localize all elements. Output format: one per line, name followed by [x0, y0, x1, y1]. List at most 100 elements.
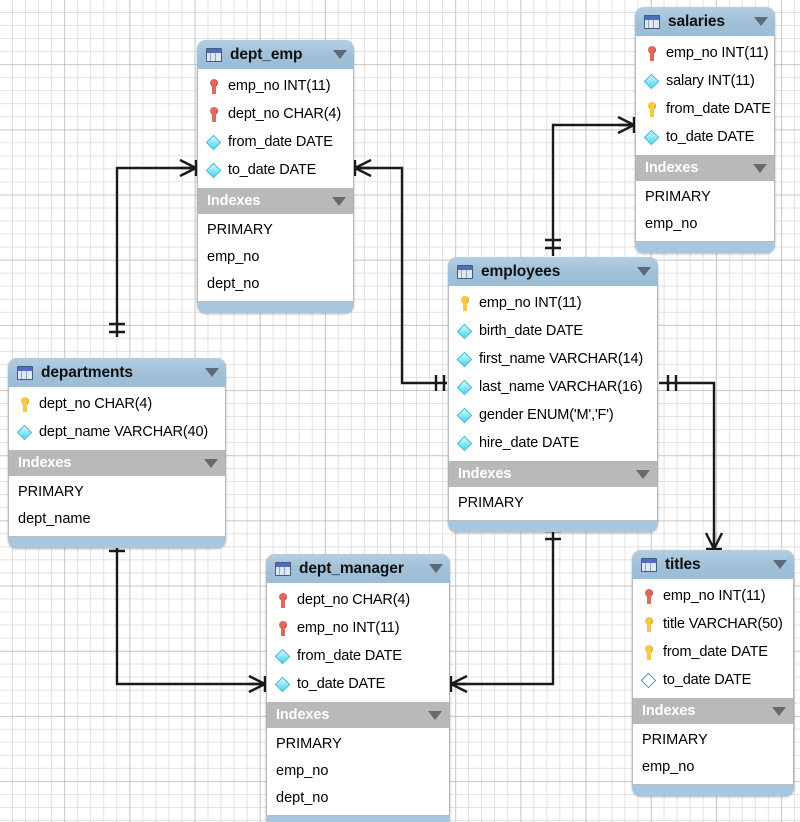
- columns-list-titles: emp_no INT(11) title VARCHAR(50) from_date…: [632, 579, 794, 698]
- column-label: to_date DATE: [228, 162, 317, 178]
- column-label: salary INT(11): [666, 73, 755, 89]
- column-row[interactable]: emp_no INT(11): [636, 39, 774, 67]
- table-header-employees[interactable]: employees: [448, 257, 658, 286]
- column-row[interactable]: gender ENUM('M','F'): [449, 401, 657, 429]
- indexes-header-titles[interactable]: Indexes: [632, 698, 794, 724]
- chevron-down-icon[interactable]: [205, 368, 219, 377]
- indexes-header-employees[interactable]: Indexes: [448, 461, 658, 487]
- table-header-departments[interactable]: departments: [8, 358, 226, 387]
- column-row[interactable]: hire_date DATE: [449, 429, 657, 457]
- table-header-titles[interactable]: titles: [632, 550, 794, 579]
- index-label: dept_no: [207, 275, 260, 292]
- table-header-dept_emp[interactable]: dept_emp: [197, 40, 354, 69]
- card-one-departments-dept_emp: [109, 322, 125, 334]
- cyan-diamond-icon: [18, 423, 32, 441]
- indexes-label: Indexes: [458, 466, 512, 482]
- column-label: from_date DATE: [228, 134, 333, 150]
- indexes-header-salaries[interactable]: Indexes: [635, 155, 775, 181]
- index-row[interactable]: emp_no: [636, 210, 774, 237]
- table-title: titles: [665, 555, 701, 573]
- cyan-diamond-icon: [458, 378, 472, 396]
- index-row[interactable]: PRIMARY: [633, 726, 793, 753]
- column-row[interactable]: from_date DATE: [198, 128, 353, 156]
- table-dept_emp[interactable]: dept_emp emp_no INT(11)dept_no CHAR(4) fro…: [197, 40, 354, 313]
- red-key-icon: [207, 77, 221, 95]
- column-row[interactable]: dept_no CHAR(4): [267, 586, 449, 614]
- column-row[interactable]: title VARCHAR(50): [633, 610, 793, 638]
- chevron-down-icon[interactable]: [636, 469, 650, 479]
- table-header-salaries[interactable]: salaries: [635, 7, 775, 36]
- index-row[interactable]: PRIMARY: [9, 478, 225, 505]
- indexes-header-dept_emp[interactable]: Indexes: [197, 188, 354, 214]
- column-label: from_date DATE: [297, 648, 402, 664]
- index-label: PRIMARY: [458, 494, 524, 511]
- chevron-down-icon[interactable]: [332, 196, 346, 206]
- index-row[interactable]: PRIMARY: [636, 183, 774, 210]
- table-icon: [644, 14, 660, 29]
- index-row[interactable]: dept_no: [198, 270, 353, 297]
- chevron-down-icon[interactable]: [754, 17, 768, 26]
- index-row[interactable]: emp_no: [198, 243, 353, 270]
- index-row[interactable]: PRIMARY: [267, 730, 449, 757]
- column-row[interactable]: from_date DATE: [633, 638, 793, 666]
- index-row[interactable]: PRIMARY: [449, 489, 657, 516]
- index-row[interactable]: emp_no: [633, 753, 793, 780]
- column-row[interactable]: dept_name VARCHAR(40): [9, 418, 225, 446]
- column-row[interactable]: last_name VARCHAR(16): [449, 373, 657, 401]
- chevron-down-icon[interactable]: [429, 564, 443, 573]
- index-label: emp_no: [207, 248, 260, 265]
- column-row[interactable]: to_date DATE: [198, 156, 353, 184]
- table-departments[interactable]: departments dept_no CHAR(4)dept_name VARC…: [8, 358, 226, 548]
- column-row[interactable]: dept_no CHAR(4): [9, 390, 225, 418]
- indexes-label: Indexes: [276, 707, 330, 723]
- red-key-icon: [642, 587, 656, 605]
- index-row[interactable]: dept_name: [9, 505, 225, 532]
- cyan-diamond-icon: [645, 72, 659, 90]
- column-label: emp_no INT(11): [663, 588, 766, 604]
- indexes-header-dept_manager[interactable]: Indexes: [266, 702, 450, 728]
- cyan-diamond-icon: [458, 434, 472, 452]
- column-row[interactable]: to_date DATE: [267, 670, 449, 698]
- column-row[interactable]: dept_no CHAR(4): [198, 100, 353, 128]
- table-salaries[interactable]: salaries emp_no INT(11) salary INT(11) from…: [635, 7, 775, 253]
- table-titles[interactable]: titles emp_no INT(11) title VARCHAR(50) fro…: [632, 550, 794, 796]
- column-row[interactable]: emp_no INT(11): [198, 72, 353, 100]
- chevron-down-icon[interactable]: [428, 710, 442, 720]
- index-row[interactable]: dept_no: [267, 784, 449, 811]
- column-row[interactable]: from_date DATE: [267, 642, 449, 670]
- column-label: from_date DATE: [663, 644, 768, 660]
- index-row[interactable]: emp_no: [267, 757, 449, 784]
- index-row[interactable]: PRIMARY: [198, 216, 353, 243]
- chevron-down-icon[interactable]: [773, 560, 787, 569]
- chevron-down-icon[interactable]: [753, 163, 767, 173]
- white-diamond-icon: [642, 671, 656, 689]
- column-label: from_date DATE: [666, 101, 771, 117]
- table-icon: [641, 557, 657, 572]
- column-row[interactable]: first_name VARCHAR(14): [449, 345, 657, 373]
- column-row[interactable]: to_date DATE: [636, 123, 774, 151]
- column-label: hire_date DATE: [479, 435, 579, 451]
- chevron-down-icon[interactable]: [772, 706, 786, 716]
- crowfoot-dept_emp-right: [354, 158, 372, 178]
- column-row[interactable]: salary INT(11): [636, 67, 774, 95]
- crowfoot-dept_manager-left: [248, 674, 266, 694]
- column-label: emp_no INT(11): [479, 295, 582, 311]
- column-row[interactable]: emp_no INT(11): [449, 289, 657, 317]
- chevron-down-icon[interactable]: [204, 458, 218, 468]
- indexes-header-departments[interactable]: Indexes: [8, 450, 226, 476]
- column-row[interactable]: from_date DATE: [636, 95, 774, 123]
- column-row[interactable]: emp_no INT(11): [633, 582, 793, 610]
- columns-list-dept_manager: dept_no CHAR(4)emp_no INT(11) from_date D…: [266, 583, 450, 702]
- column-row[interactable]: birth_date DATE: [449, 317, 657, 345]
- column-row[interactable]: to_date DATE: [633, 666, 793, 694]
- chevron-down-icon[interactable]: [333, 50, 347, 59]
- column-row[interactable]: emp_no INT(11): [267, 614, 449, 642]
- table-header-dept_manager[interactable]: dept_manager: [266, 554, 450, 583]
- chevron-down-icon[interactable]: [637, 267, 651, 276]
- cyan-diamond-icon: [458, 406, 472, 424]
- column-label: to_date DATE: [666, 129, 755, 145]
